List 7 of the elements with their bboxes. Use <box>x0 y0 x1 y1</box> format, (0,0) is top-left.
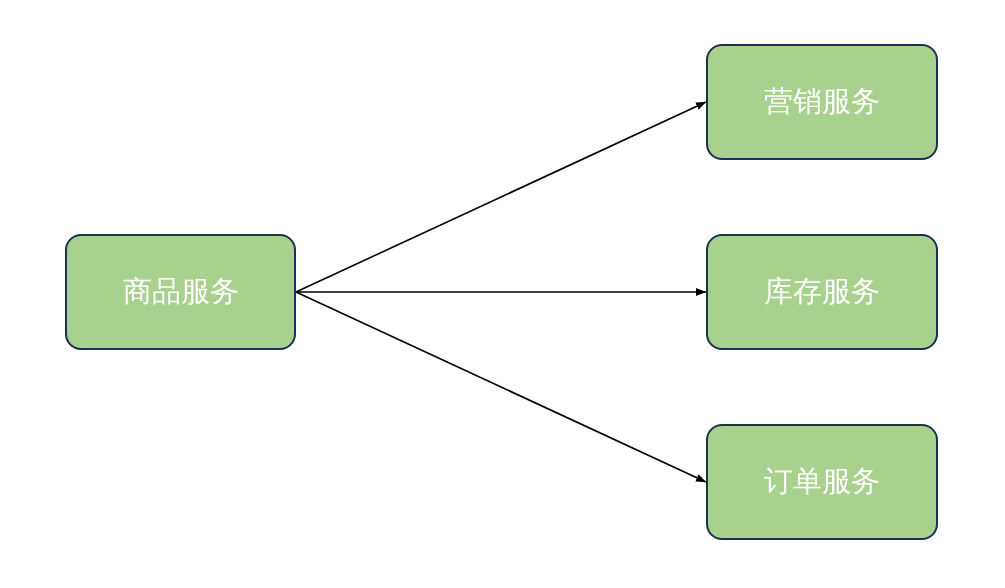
service-box: 营销服务 <box>706 44 938 160</box>
service-box: 订单服务 <box>706 424 938 540</box>
service-box: 库存服务 <box>706 234 938 350</box>
arrow <box>295 101 707 293</box>
service-box: 商品服务 <box>65 234 296 350</box>
arrow <box>295 291 707 483</box>
arrow <box>295 288 707 296</box>
